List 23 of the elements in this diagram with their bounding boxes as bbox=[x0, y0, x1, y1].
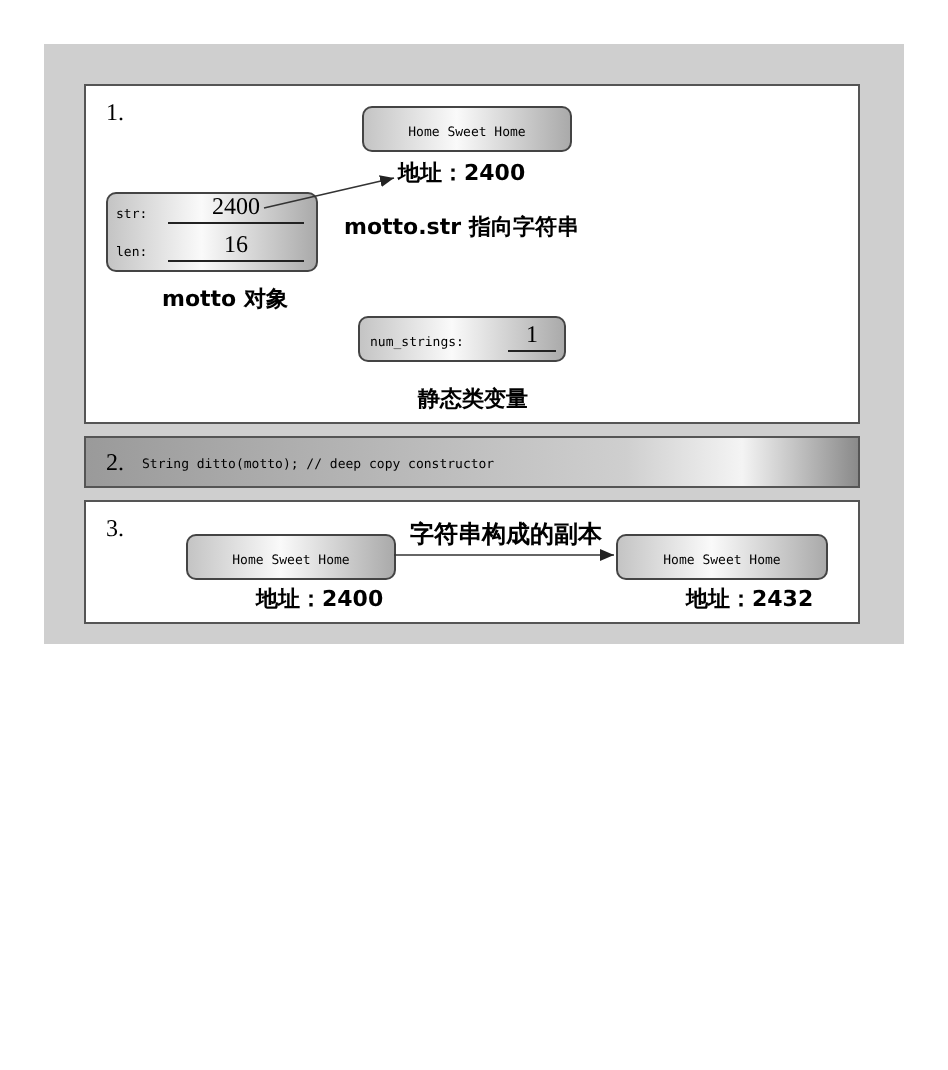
variable-box bbox=[358, 316, 566, 362]
annotation: motto.str 指向字符串 bbox=[344, 212, 579, 242]
address-label: 地址：2400 bbox=[256, 584, 384, 614]
step-number: 2. bbox=[106, 448, 124, 478]
arrow bbox=[393, 549, 615, 561]
step-number: 3. bbox=[106, 514, 124, 544]
step-number: 1. bbox=[106, 98, 124, 128]
string-box bbox=[186, 534, 396, 580]
string-box bbox=[616, 534, 828, 580]
arrow bbox=[263, 175, 395, 209]
panel bbox=[84, 84, 860, 424]
field-value: 2400 bbox=[168, 192, 304, 224]
string-box bbox=[362, 106, 572, 152]
edge-label: 字符串构成的副本 bbox=[410, 518, 602, 552]
object-label: motto 对象 bbox=[162, 284, 288, 314]
address-label: 地址：2400 bbox=[398, 158, 526, 188]
field-value: 16 bbox=[168, 230, 304, 262]
field-value: 1 bbox=[508, 320, 556, 352]
code-banner bbox=[84, 436, 860, 488]
address-label: 地址：2432 bbox=[686, 584, 814, 614]
object-box bbox=[106, 192, 318, 272]
variable-label: 静态类变量 bbox=[418, 384, 528, 414]
panel bbox=[84, 500, 860, 624]
